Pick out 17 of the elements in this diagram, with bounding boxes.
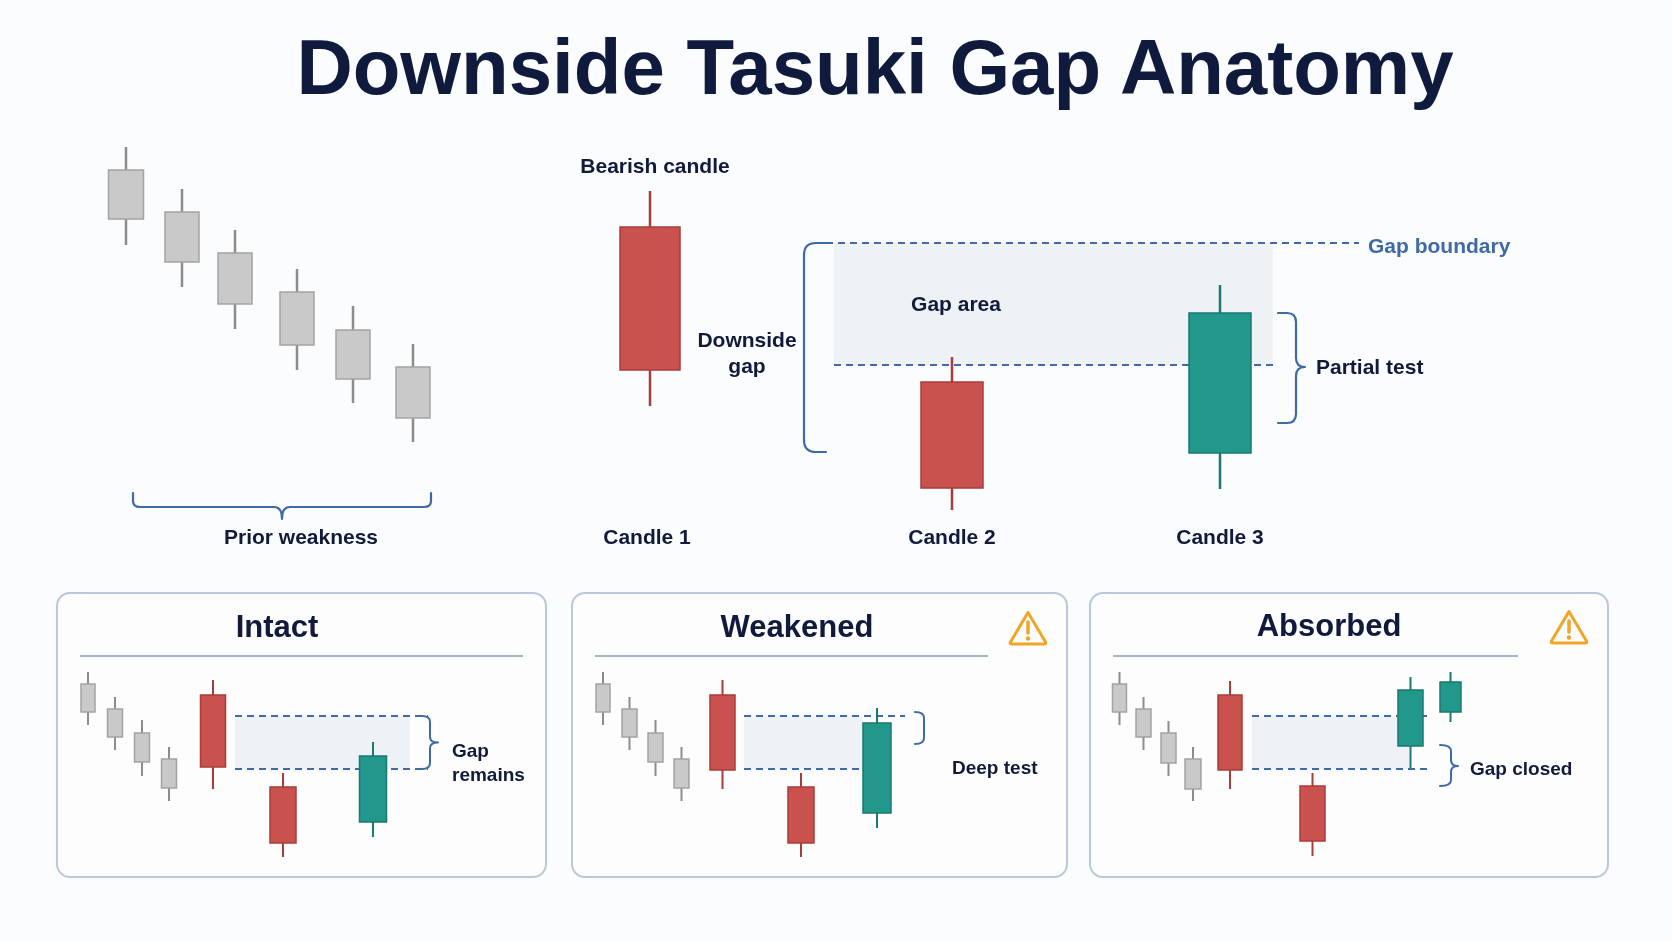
panel-heading: Intact <box>235 607 319 646</box>
annotation-label: Bearish candle <box>580 152 730 179</box>
candle-label: Candle 2 <box>908 523 996 550</box>
annotation-label: Gap closed <box>1470 757 1573 781</box>
gap-zone <box>834 243 1273 365</box>
boundary-label: Gap boundary <box>1368 232 1511 259</box>
annotation-label: Downside gap <box>696 326 798 379</box>
panel-heading: Absorbed <box>1256 606 1402 645</box>
annotation-label: Deep test <box>952 756 1038 780</box>
title: Downside Tasuki Gap Anatomy <box>296 22 1454 114</box>
brace-label: Prior weakness <box>223 523 379 550</box>
candle-label: Candle 1 <box>603 523 691 550</box>
annotation-label: Gap remains <box>452 739 526 787</box>
annotation-label: Partial test <box>1316 353 1424 380</box>
candle-label: Candle 3 <box>1176 523 1264 550</box>
zone-label: Gap area <box>911 290 1001 317</box>
panel-heading: Weakened <box>720 607 874 646</box>
